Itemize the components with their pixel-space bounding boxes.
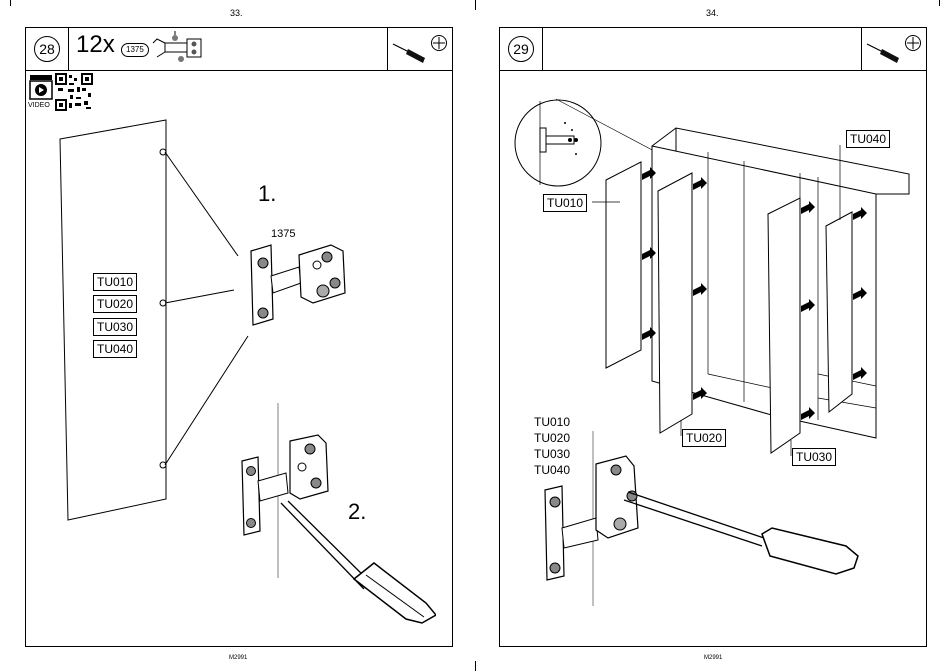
step-2-label: 2. bbox=[348, 499, 366, 525]
door-list-item: TU010 bbox=[534, 415, 570, 429]
callout-tu010: TU010 bbox=[543, 194, 587, 212]
door-list-item: TU030 bbox=[534, 447, 570, 461]
crop-mark bbox=[475, 0, 476, 10]
hinge-drawing-step-1 bbox=[231, 221, 361, 331]
door-label: TU040 bbox=[93, 340, 137, 358]
crop-mark bbox=[939, 0, 940, 6]
door-label: TU030 bbox=[93, 318, 137, 336]
page-number-right: 34. bbox=[706, 8, 719, 18]
left-page-frame: 28 12x 1375 VIDEO bbox=[25, 27, 453, 647]
callout-tu030: TU030 bbox=[792, 448, 836, 466]
hinge-drawing-step-2 bbox=[236, 431, 436, 626]
crop-mark bbox=[475, 661, 476, 671]
footer-code-left: M2991 bbox=[229, 655, 247, 661]
right-page-frame: 29 bbox=[499, 27, 927, 647]
hinge-part-label: 1375 bbox=[271, 228, 295, 240]
wardrobe-drawing bbox=[500, 28, 926, 646]
door-list-item: TU040 bbox=[534, 463, 570, 477]
callout-tu020: TU020 bbox=[682, 429, 726, 447]
door-list-item: TU020 bbox=[534, 431, 570, 445]
callout-tu040: TU040 bbox=[846, 130, 890, 148]
door-label: TU010 bbox=[93, 273, 137, 291]
door-label: TU020 bbox=[93, 295, 137, 313]
footer-code-right: M2991 bbox=[704, 655, 722, 661]
page-number-left: 33. bbox=[230, 8, 243, 18]
step-1-label: 1. bbox=[258, 181, 276, 207]
crop-mark bbox=[10, 0, 11, 6]
